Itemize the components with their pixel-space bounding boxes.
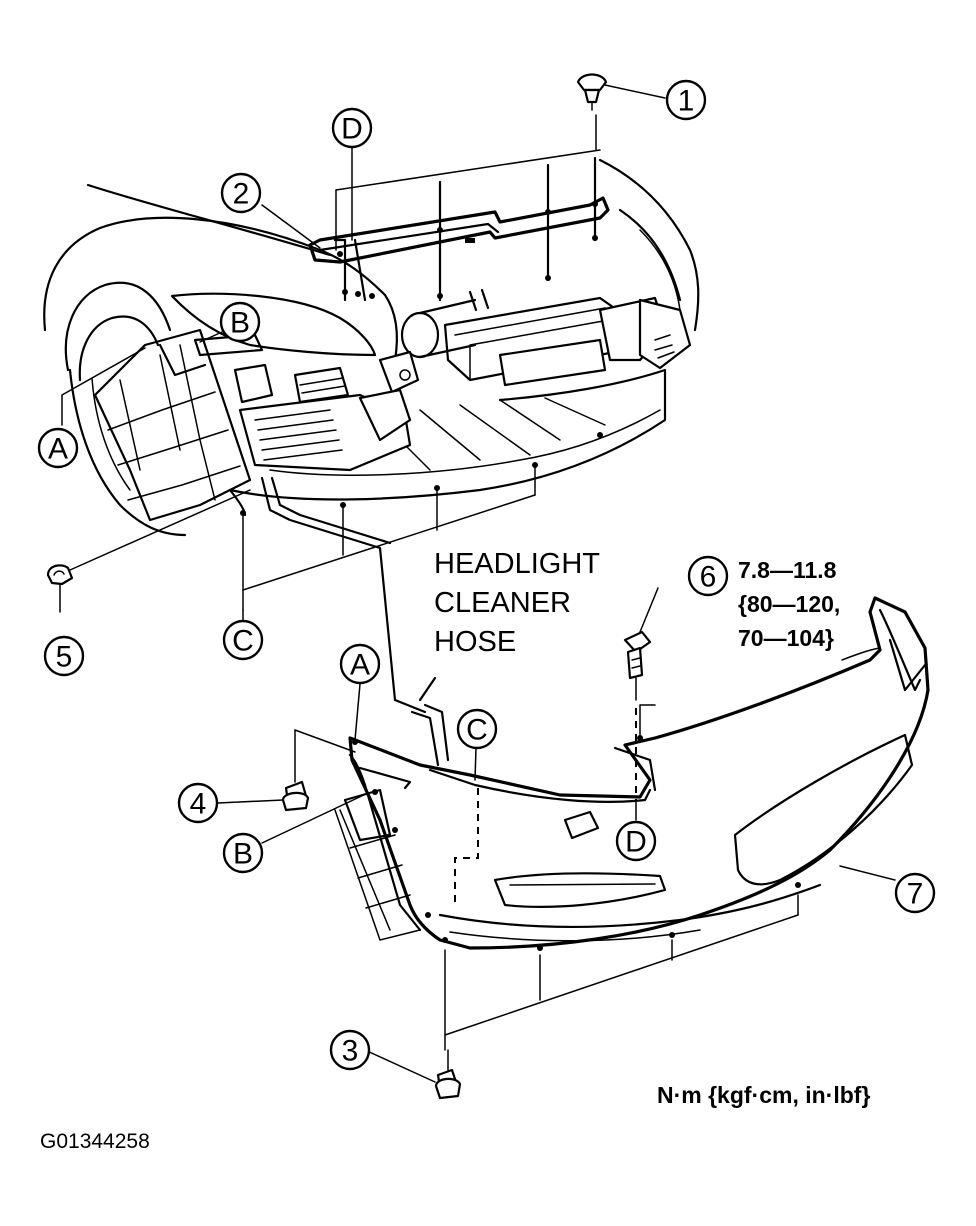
callout-d-low-label: D	[625, 826, 647, 859]
upper-c-mounting-lines	[240, 432, 603, 611]
callout-b-low-label: B	[233, 838, 253, 871]
bolt-6	[623, 630, 652, 800]
upper-radiator-cover	[308, 149, 610, 299]
callout-c-low: C	[456, 708, 498, 750]
figure-id: G01344258	[40, 1130, 150, 1153]
callout-b-top-label: B	[230, 307, 250, 340]
hose-label-line-1: HEADLIGHT	[434, 548, 600, 580]
callout-1: 1	[665, 79, 707, 121]
headlight-cleaner-hose-label: HEADLIGHT CLEANER HOSE	[434, 548, 600, 658]
callout-a-top-label: A	[48, 433, 68, 466]
hidden-lines	[454, 788, 479, 905]
callout-b-low: B	[222, 832, 264, 874]
callout-4: 4	[177, 782, 219, 824]
callout-a-low-label: A	[350, 649, 370, 682]
clip-3	[434, 1049, 462, 1100]
callout-6: 6	[687, 555, 729, 597]
hose-label-line-2: CLEANER	[434, 587, 571, 619]
callout-d-low: D	[615, 820, 657, 862]
torque-units-legend: N·m {kgf·cm, in·lbf}	[657, 1082, 870, 1108]
clip-1	[576, 73, 608, 151]
callout-5-label: 5	[56, 641, 73, 674]
grommet-5	[46, 489, 251, 613]
callout-3-label: 3	[342, 1035, 359, 1068]
callout-c-top-label: C	[232, 625, 254, 658]
lower-clip-lines	[444, 704, 799, 1051]
callout-4-label: 4	[190, 788, 207, 821]
vehicle-front-end	[43, 156, 700, 537]
callout-2: 2	[220, 172, 262, 214]
callout-b-top: B	[219, 301, 261, 343]
callout-3: 3	[329, 1029, 371, 1071]
callout-2-label: 2	[233, 178, 250, 211]
callout-5: 5	[43, 635, 85, 677]
callout-d-top-label: D	[341, 113, 363, 146]
callout-7-label: 7	[907, 878, 924, 911]
callout-c-top: C	[222, 619, 264, 661]
clip-4	[281, 729, 356, 812]
leader-lines	[61, 84, 896, 1083]
callout-a-low: A	[339, 643, 381, 685]
headlight-cleaner-hose	[260, 476, 450, 767]
torque-line-2: {80—120,	[738, 591, 840, 617]
torque-spec: 7.8—11.8 {80—120, 70—104}	[738, 557, 840, 651]
callout-c-low-label: C	[466, 714, 488, 747]
torque-line-1: 7.8—11.8	[738, 557, 837, 583]
hose-label-line-3: HOSE	[434, 626, 516, 658]
callout-6-label: 6	[700, 561, 717, 594]
callout-7: 7	[894, 872, 936, 914]
callout-1-label: 1	[678, 85, 695, 118]
torque-line-3: 70—104}	[738, 625, 834, 651]
callout-a-top: A	[37, 427, 79, 469]
callout-d-top: D	[331, 107, 373, 149]
front-bumper-fascia	[334, 596, 930, 951]
